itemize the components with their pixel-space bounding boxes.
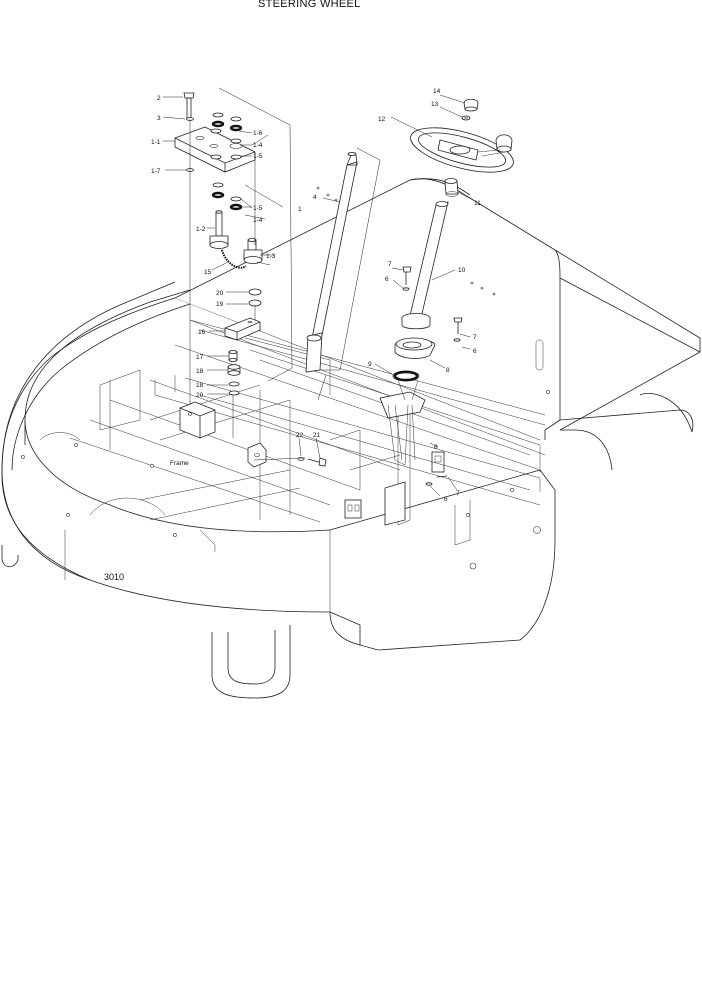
callout-7-upper: 7 (388, 261, 392, 268)
mounting-block (174, 126, 256, 173)
callout-6-lower: 6 (444, 496, 448, 503)
callout-19: 19 (216, 301, 224, 308)
callout-18-lower: 18 (196, 382, 204, 389)
callout-12: 12 (378, 116, 386, 123)
bolt-7-lower (425, 475, 448, 486)
pivot-clamp (247, 442, 267, 468)
callout-13: 13 (431, 101, 439, 108)
washer-20-upper (248, 288, 262, 296)
callout-16: 16 (198, 329, 206, 336)
callout-17: 17 (196, 354, 204, 361)
callout-1-5-upper: 1-5 (253, 153, 263, 160)
page-title: STEERING WHEEL (258, 0, 361, 10)
sprocket-shaft (209, 210, 229, 249)
callout-1-1: 1-1 (151, 139, 161, 146)
support-block (179, 401, 216, 439)
callout-2: 2 (157, 95, 161, 102)
callout-6-right: 6 (473, 348, 477, 355)
callout-1-2: 1-2 (196, 226, 206, 233)
callout-7-lower: 7 (456, 490, 460, 497)
dashboard-panel (154, 178, 701, 526)
wheel-cap (463, 98, 479, 112)
callout-14: 14 (433, 88, 441, 95)
callout-6-upper: 6 (385, 276, 389, 283)
idler-wheel (227, 364, 241, 376)
callout-1-6: 1-6 (253, 130, 263, 137)
steering-column (379, 201, 449, 526)
steering-wheel (410, 127, 514, 173)
callout-10: 10 (458, 267, 466, 274)
callout-1-4-lower: 1-4 (253, 217, 263, 224)
callout-22: 22 (296, 432, 304, 439)
hex-bolt (183, 92, 195, 119)
callout-21: 21 (313, 432, 321, 439)
leader-lines (162, 94, 474, 497)
callout-1-5-lower: 1-5 (253, 205, 263, 212)
assembly-code: 3010 (104, 572, 124, 582)
callout-7-right: 7 (473, 334, 477, 341)
steering-shaft-left (305, 152, 358, 373)
column-sleeve (444, 178, 459, 197)
callout-3: 3 (157, 115, 161, 122)
callout-20-lower: 20 (196, 392, 204, 399)
sprocket (243, 238, 263, 264)
washer-18-lower (228, 381, 240, 387)
callout-15: 15 (204, 269, 212, 276)
callout-9: 9 (368, 361, 372, 368)
frame-label: Frame (170, 460, 189, 467)
callout-20-upper: 20 (216, 290, 224, 297)
callout-8-upper: 8 (446, 367, 450, 374)
drive-chain (221, 249, 247, 269)
seal-stack-upper (210, 112, 243, 160)
callout-1: 1 (298, 206, 302, 213)
callout-4: 4 (313, 194, 317, 201)
callout-1-4-upper: 1-4 (253, 142, 263, 149)
callout-labels: 2 3 1-1 1-7 1-2 1-6 1-4 1-5 1-5 1-4 1-3 … (104, 88, 481, 582)
wheel-nut (461, 115, 471, 121)
callout-1-3: 1-3 (266, 253, 276, 260)
explosion-lines (189, 87, 381, 461)
bolt-7-upper (402, 266, 412, 291)
bolt-21 (307, 457, 327, 467)
bolt-7-right (453, 317, 463, 342)
callout-11: 11 (474, 200, 481, 207)
callout-1-7: 1-7 (151, 168, 161, 175)
washer-20-lower (228, 390, 240, 396)
frame-body (1, 281, 556, 699)
callout-8-lower: 8 (434, 444, 438, 451)
tensioner-bracket (224, 317, 261, 341)
idler-roller (228, 350, 238, 362)
callout-18-upper: 18 (196, 368, 204, 375)
seal-stack-lower (211, 182, 243, 211)
